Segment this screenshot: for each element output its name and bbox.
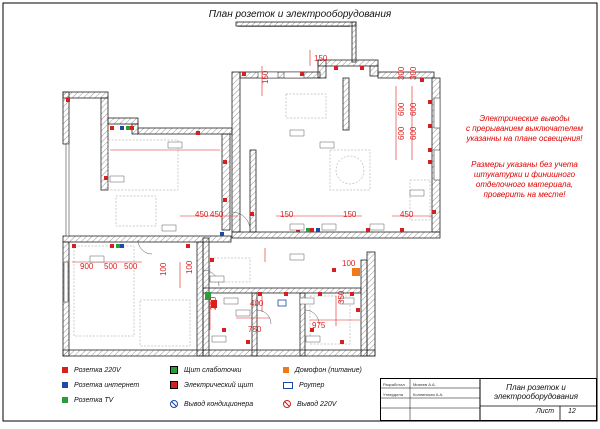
note-electrical-outputs: Электрические выводы с прерыванием выклю… bbox=[452, 114, 597, 144]
legend-item: Щит слаботочки bbox=[170, 366, 241, 376]
note-line: отделочного материала, bbox=[475, 180, 574, 189]
dimension-label: 150 bbox=[343, 210, 357, 219]
legend-label: Электрический щит bbox=[184, 382, 254, 389]
sheet-title-line: электрооборудования bbox=[493, 392, 579, 401]
note-line: штукатурки и финишного bbox=[473, 170, 576, 179]
electric-panel-icon bbox=[170, 381, 178, 390]
blue-square-icon bbox=[62, 382, 68, 389]
legend-item: Электрический щит bbox=[170, 381, 253, 391]
windows bbox=[63, 25, 441, 303]
dimension-label: 300 bbox=[397, 66, 406, 80]
legend-item: Вывод кондиционера bbox=[170, 400, 253, 410]
legend-item: Розетка 220V bbox=[62, 366, 121, 376]
legend-label: Щит слаботочки bbox=[184, 367, 242, 374]
legend-item: Домофон (питание) bbox=[283, 366, 362, 376]
sheet-label: Лист bbox=[536, 408, 555, 415]
dimension-label: 100 bbox=[342, 259, 356, 268]
low-current-panel-icon bbox=[170, 366, 178, 375]
label-boxes bbox=[89, 129, 425, 343]
dimension-label: 200 bbox=[209, 296, 218, 310]
dimension-label: 600 bbox=[409, 102, 418, 116]
sockets-internet bbox=[120, 126, 320, 248]
note-dimensions: Размеры указаны без учета штукатурки и ф… bbox=[452, 160, 597, 200]
note-line: с прерыванием выключателем bbox=[465, 124, 584, 133]
doors bbox=[137, 211, 320, 325]
stamp-name: Михеев А.А. bbox=[413, 382, 436, 387]
dimension-label: 600 bbox=[397, 126, 406, 140]
green-square-icon bbox=[62, 397, 68, 404]
dimension-label: 100 bbox=[185, 260, 194, 274]
dimension-label: 600 bbox=[397, 102, 406, 116]
dimension-label: 600 bbox=[409, 126, 418, 140]
sheet-title-line: План розеток и bbox=[506, 383, 566, 392]
sockets-220v bbox=[66, 66, 436, 344]
dimension-label: 300 bbox=[409, 66, 418, 80]
panels bbox=[205, 268, 360, 308]
legend-item: Роутер bbox=[283, 381, 324, 391]
dimension-label: 450 bbox=[400, 210, 414, 219]
legend-label: Розетка интернет bbox=[74, 382, 140, 389]
dimension-label: 450 bbox=[195, 210, 209, 219]
legend-label: Вывод кондиционера bbox=[184, 401, 254, 408]
dimension-label: 500 bbox=[124, 262, 138, 271]
legend-label: Розетка TV bbox=[74, 397, 114, 404]
dimension-label: 450 bbox=[210, 210, 224, 219]
stamp-role: Утвердила bbox=[383, 392, 403, 397]
legend-label: Домофон (питание) bbox=[295, 367, 362, 374]
router-icon bbox=[283, 381, 293, 389]
page-title: План розеток и электрооборудования bbox=[208, 9, 392, 20]
dimension-label: 150 bbox=[280, 210, 294, 219]
note-line: Размеры указаны без учета bbox=[471, 160, 578, 169]
legend-item: Розетка интернет bbox=[62, 381, 139, 391]
dimension-label: 975 bbox=[312, 321, 326, 330]
dimension-label: 500 bbox=[104, 262, 118, 271]
sheet-title: План розеток и электрооборудования bbox=[485, 383, 587, 401]
outlet-220-icon bbox=[283, 400, 291, 409]
stamp-role: Разработал bbox=[383, 382, 405, 387]
sockets-tv bbox=[116, 126, 310, 248]
legend-label: Розетка 220V bbox=[74, 367, 121, 374]
title-block bbox=[380, 378, 597, 421]
dimension-label: 750 bbox=[248, 325, 262, 334]
ac-outlet-icon bbox=[170, 400, 178, 409]
dimension-label: 100 bbox=[159, 262, 168, 276]
legend-item: Вывод 220V bbox=[283, 400, 336, 410]
stamp-name: Колпинская А.А. bbox=[413, 392, 444, 397]
legend-item: Розетка TV bbox=[62, 396, 113, 406]
dimension-label: 350 bbox=[337, 290, 346, 304]
note-line: указанны на плане освещения! bbox=[466, 134, 583, 143]
dimension-label: 150 bbox=[314, 54, 328, 63]
note-line: проверить на месте! bbox=[483, 190, 566, 199]
legend-label: Роутер bbox=[299, 382, 325, 389]
intercom-icon bbox=[283, 367, 289, 374]
dimension-label: 900 bbox=[80, 262, 94, 271]
sheet-frame bbox=[2, 2, 598, 422]
dimension-label: 400 bbox=[250, 299, 264, 308]
sheet-number: 12 bbox=[568, 408, 576, 415]
dimension-lines bbox=[72, 50, 432, 330]
legend-label: Вывод 220V bbox=[297, 401, 337, 408]
note-line: Электрические выводы bbox=[479, 114, 570, 123]
dimension-label: 150 bbox=[261, 70, 270, 84]
red-square-icon bbox=[62, 367, 68, 374]
